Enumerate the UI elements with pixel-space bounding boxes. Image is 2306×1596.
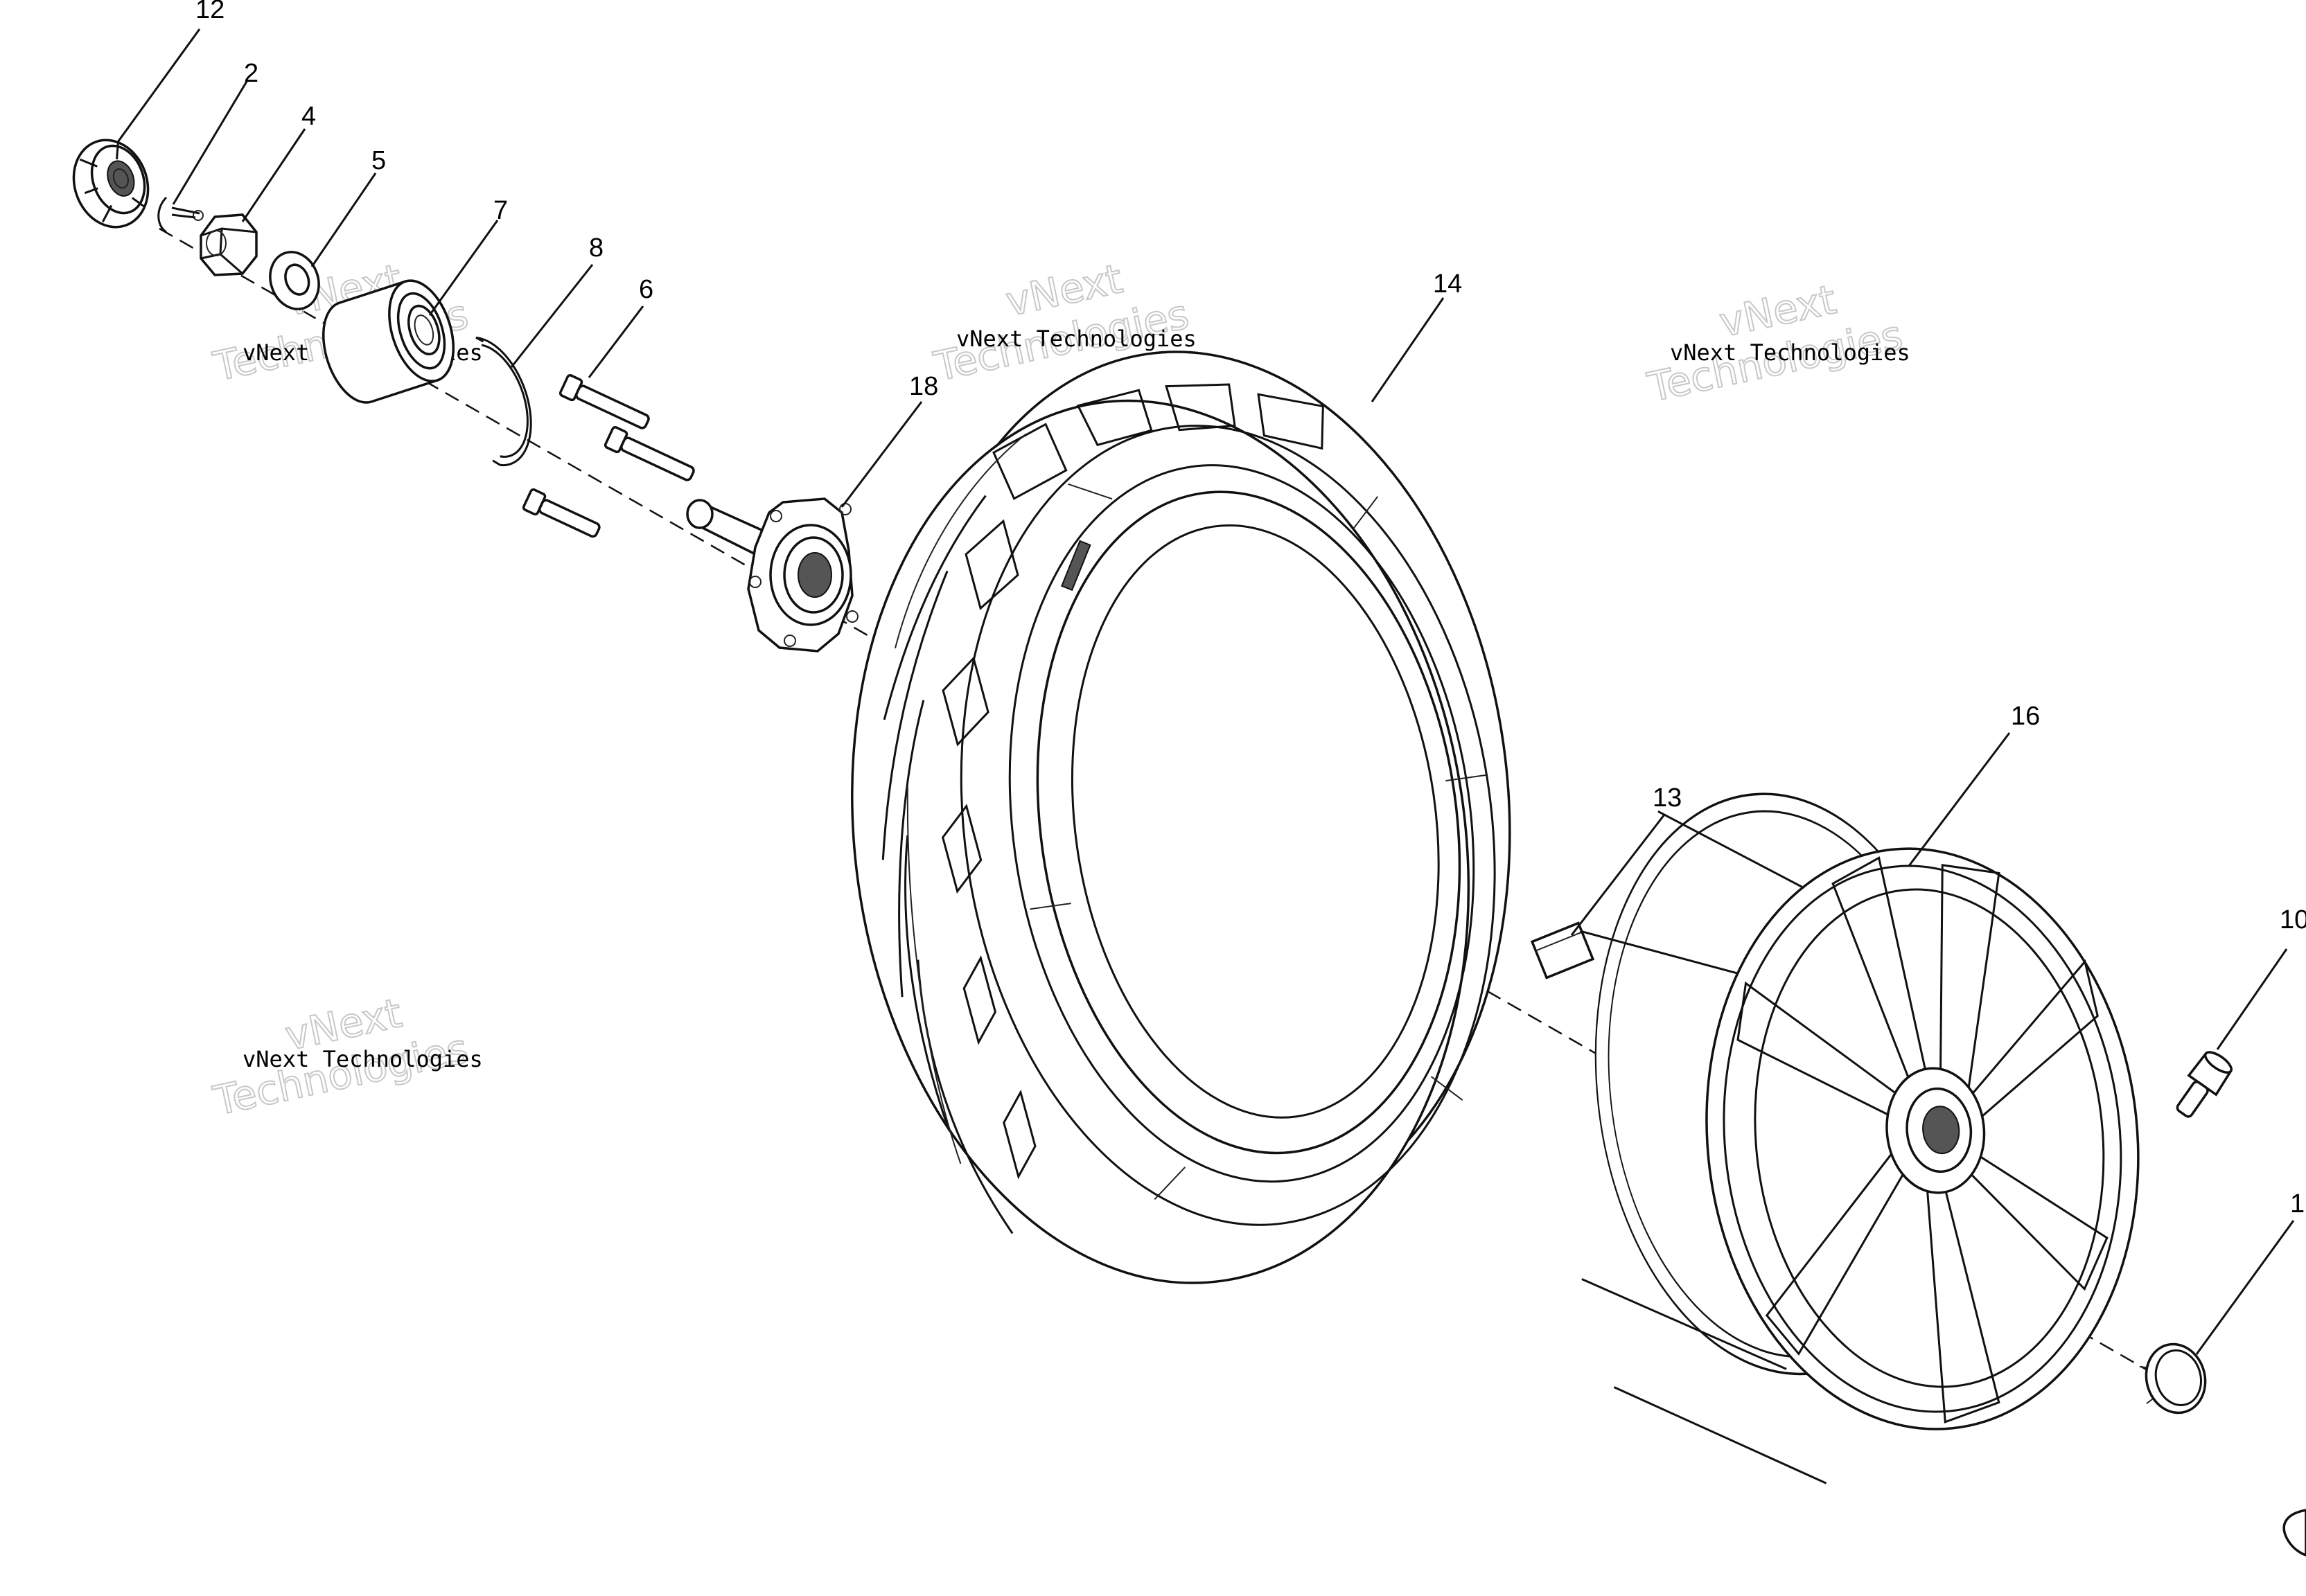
part-14-tire (851, 351, 1511, 1284)
watermark-4: vNext Technologies vNext Technologies (209, 988, 483, 1125)
callout-2: 2 (244, 59, 258, 88)
part-6-stud-c (522, 488, 601, 538)
callout-14: 14 (1433, 269, 1462, 299)
callout-12: 12 (195, 0, 225, 24)
svg-text:vNext Technologies: vNext Technologies (956, 326, 1197, 352)
svg-text:vNext Technologies: vNext Technologies (243, 1046, 483, 1072)
leader-lines (116, 28, 2295, 1355)
part-16-rim (1579, 792, 2140, 1484)
callout-8: 8 (589, 233, 604, 263)
part-12-hub-cap (72, 139, 150, 229)
callout-1: 1 (2290, 1189, 2305, 1218)
callout-5: 5 (371, 146, 386, 175)
part-8-snap-ring (475, 336, 532, 467)
part-2-cotter-pin (157, 196, 204, 233)
watermark-3: vNext Technologies vNext Technologies (1643, 275, 1910, 411)
callout-labels: 12 2 4 5 7 8 6 18 14 13 16 10 1 (195, 0, 2306, 1218)
svg-text:vNext Technologies: vNext Technologies (1670, 339, 1910, 366)
callout-7: 7 (493, 196, 508, 225)
callout-4: 4 (301, 102, 316, 131)
part-13-balance-weight (1530, 921, 1595, 979)
part-10-valve-stem (2176, 1051, 2233, 1118)
part-5-washer (269, 251, 320, 310)
callout-6: 6 (639, 275, 653, 304)
callout-16: 16 (2011, 702, 2040, 731)
callout-10: 10 (2280, 905, 2306, 934)
part-18-wheel-hub (686, 497, 859, 653)
part-4-nut (200, 213, 258, 276)
callout-18: 18 (909, 372, 938, 401)
part-6-stud-a (558, 373, 650, 429)
callout-13: 13 (1653, 783, 1682, 813)
part-1-center-cap (2139, 1342, 2207, 1415)
part-edge-fragment (2282, 1509, 2306, 1557)
part-6-stud-b (604, 425, 695, 481)
tire-tread-pattern (881, 383, 1324, 1234)
